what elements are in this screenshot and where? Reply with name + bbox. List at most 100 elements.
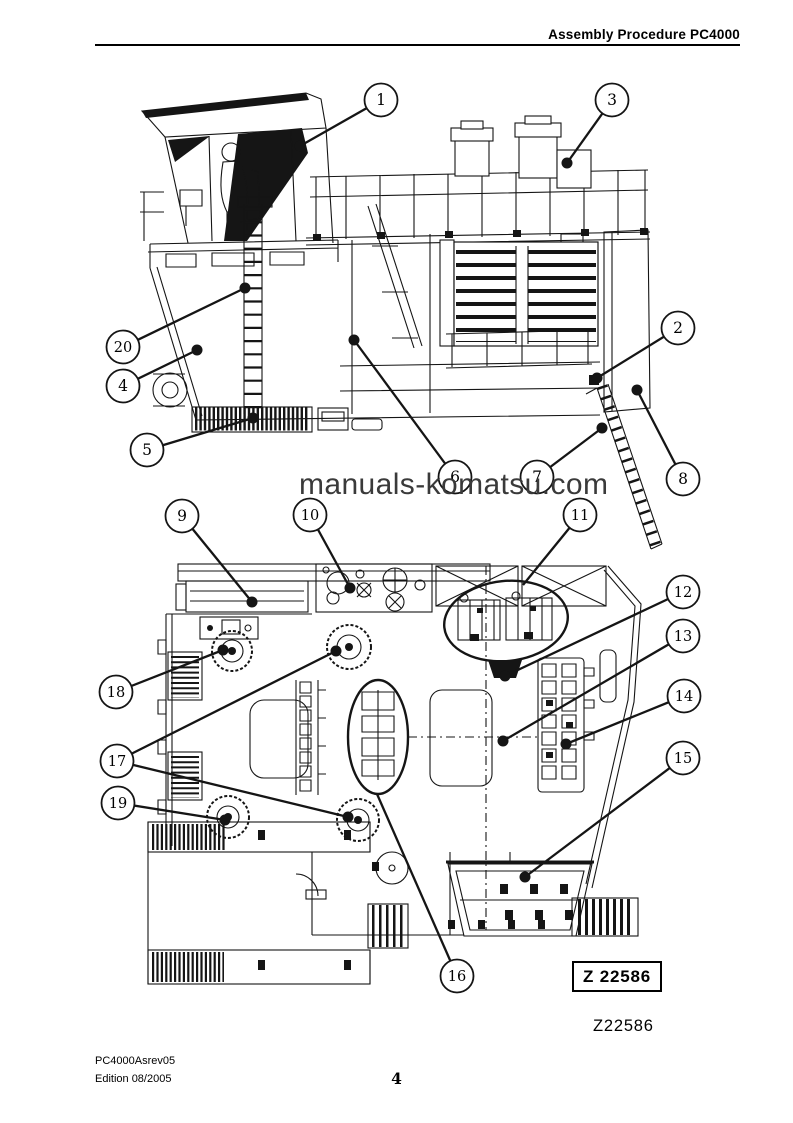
callout-19-dot (219, 814, 231, 826)
plan-view-drawing (147, 563, 642, 985)
callout-12-number: 12 (674, 585, 692, 601)
callout-15-leader (524, 757, 684, 878)
valve-bank-right (537, 657, 595, 793)
bottom-walkways (147, 821, 379, 985)
callout-9-dot (246, 596, 258, 608)
callout-10-dot (344, 582, 356, 594)
cooler-slats (439, 239, 599, 347)
idler-wheel (152, 372, 188, 408)
callout-18-leader (115, 648, 224, 694)
footer-edition: Edition 08/2005 (95, 1073, 172, 1085)
callout-9-circle (164, 498, 200, 534)
callout-14-leader (565, 694, 685, 746)
engine-oval (442, 579, 570, 678)
callout-1-number: 1 (376, 91, 386, 109)
callout-19-leader (117, 801, 226, 822)
callout-12-leader (504, 590, 684, 678)
callout-9-leader (181, 515, 253, 603)
cab (140, 92, 339, 245)
callout-17-circle (99, 743, 135, 779)
callout-10-circle (292, 497, 328, 533)
callout-2-number: 2 (673, 319, 683, 337)
callout-6-leader (353, 339, 456, 478)
boarding-ladder (585, 375, 663, 550)
callout-5-number: 5 (142, 441, 152, 459)
callout-6-circle (437, 459, 473, 495)
stairway (367, 203, 423, 349)
callout-14-dot (560, 738, 572, 750)
watermark-text: manuals-komatsu.com (299, 468, 609, 501)
page-number: 4 (391, 1069, 402, 1088)
callout-16-leader (375, 793, 459, 977)
callout-15-number: 15 (674, 751, 692, 767)
callout-17-leader (116, 759, 349, 819)
cooling-fans (206, 624, 380, 842)
cab-floor-plan (147, 822, 545, 985)
callout-2-circle (660, 310, 696, 346)
radiator-grille (191, 406, 313, 433)
drawing-number-box: Z 22586 (572, 961, 662, 992)
callout-14-circle (666, 678, 702, 714)
callout-3-dot (561, 157, 573, 169)
callout-3-number: 3 (607, 91, 617, 109)
callout-12-dot (499, 670, 511, 682)
callout-13-circle (665, 618, 701, 654)
footer-doc-id: PC4000Asrev05 (95, 1055, 176, 1067)
callout-13-leader (502, 635, 684, 742)
callout-1-dot (294, 140, 306, 152)
page-header-title: Assembly Procedure PC4000 (548, 27, 740, 42)
callout-7-dot (596, 422, 608, 434)
callout-6-number: 6 (450, 468, 460, 486)
callout-18-number: 18 (107, 685, 125, 701)
callout-1-circle (363, 82, 399, 118)
callout-13-number: 13 (674, 629, 692, 645)
side-elevation-drawing (140, 92, 663, 550)
vertical-ladder (237, 196, 273, 414)
callout-8-circle (665, 461, 701, 497)
callout-8-number: 8 (678, 470, 688, 488)
callout-19-number: 19 (109, 796, 127, 812)
callout-15-circle (665, 740, 701, 776)
header-rule (95, 44, 740, 46)
callout-20-leader (122, 286, 246, 349)
rear-access-grid (571, 897, 639, 937)
callout-3-circle (594, 82, 630, 118)
valve-strip-left (295, 680, 326, 795)
drawing-number-caption: Z22586 (593, 1017, 654, 1035)
callout-17-leader (116, 649, 337, 763)
callout-9-number: 9 (177, 507, 187, 525)
callout-19-circle (100, 785, 136, 821)
callout-14-number: 14 (675, 689, 693, 705)
callout-20-number: 20 (114, 340, 132, 356)
callout-16-number: 16 (448, 969, 466, 985)
callout-8-dot (631, 384, 643, 396)
exhaust-stacks (450, 115, 592, 189)
callout-2-dot (591, 372, 603, 384)
callout-11-circle (562, 497, 598, 533)
callout-7-number: 7 (532, 468, 542, 486)
deck-handrails (305, 169, 651, 246)
deck-modules (175, 563, 491, 613)
callout-6-dot (348, 334, 360, 346)
callout-4-dot (191, 344, 203, 356)
callout-17-dot (342, 811, 354, 823)
callout-12-circle (665, 574, 701, 610)
callout-18-dot (217, 644, 229, 656)
callout-20-dot (239, 282, 251, 294)
callout-15-dot (519, 871, 531, 883)
callout-5-circle (129, 432, 165, 468)
callout-4-circle (105, 368, 141, 404)
callout-20-circle (105, 329, 141, 365)
callout-7-circle (519, 459, 555, 495)
callout-18-circle (98, 674, 134, 710)
lower-railing (445, 329, 593, 369)
callout-16-circle (439, 958, 475, 994)
callout-5-leader (146, 416, 254, 452)
valve-bank-oval (346, 678, 410, 796)
machine-house (149, 229, 651, 421)
callout-4-number: 4 (118, 377, 128, 395)
callout-10-number: 10 (301, 508, 319, 524)
callout-5-dot (247, 412, 259, 424)
callout-13-dot (497, 735, 509, 747)
